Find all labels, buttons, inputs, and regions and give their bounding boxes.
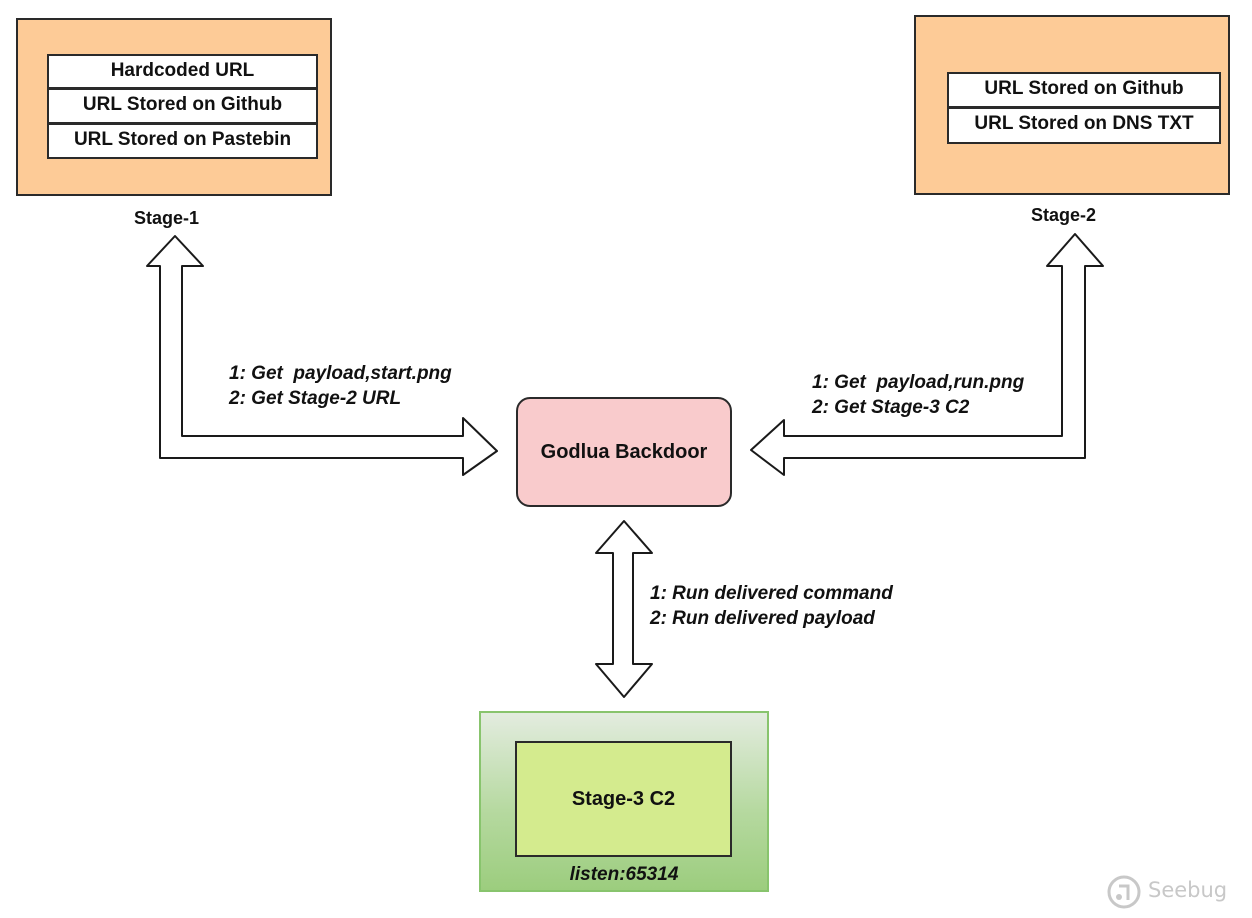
stage3-edge-line-1: 1: Run delivered command xyxy=(650,583,893,604)
stage3-listen-label: listen:65314 xyxy=(569,864,679,885)
seebug-logo-icon xyxy=(1107,875,1141,909)
stage1-edge-line-1: 1: Get payload,start.png xyxy=(229,363,452,384)
stage3-c2-node: Stage-3 C2 xyxy=(515,741,732,857)
stage1-connector-arrow xyxy=(146,235,498,476)
stage2-edge-note: 1: Get payload,run.png 2: Get Stage-3 C2 xyxy=(812,370,1024,420)
stage3-edge-note: 1: Run delivered command 2: Run delivere… xyxy=(650,581,893,631)
stage2-label: Stage-2 xyxy=(1031,205,1097,225)
stage3-c2-label: Stage-3 C2 xyxy=(571,787,676,810)
stage2-connector-arrow xyxy=(750,233,1104,476)
stage1-edge-note: 1: Get payload,start.png 2: Get Stage-2 … xyxy=(229,361,452,411)
stage1-edge-line-2: 2: Get Stage-2 URL xyxy=(229,388,402,409)
stage1-item-hardcoded-url: Hardcoded URL xyxy=(47,54,318,89)
stage1-item-pastebin: URL Stored on Pastebin xyxy=(47,123,318,159)
stage1-item-github: URL Stored on Github xyxy=(47,88,318,124)
seebug-watermark-text: Seebug xyxy=(1148,878,1228,902)
seebug-watermark: Seebug xyxy=(1106,872,1246,912)
godlua-backdoor-label: Godlua Backdoor xyxy=(540,440,708,463)
stage2-edge-line-2: 2: Get Stage-3 C2 xyxy=(812,397,970,418)
stage3-connector-arrow xyxy=(595,520,653,698)
stage3-edge-line-2: 2: Run delivered payload xyxy=(650,608,875,629)
godlua-backdoor-node: Godlua Backdoor xyxy=(516,397,732,507)
stage2-edge-line-1: 1: Get payload,run.png xyxy=(812,372,1025,393)
stage1-label: Stage-1 xyxy=(134,208,200,228)
stage2-item-dns-txt: URL Stored on DNS TXT xyxy=(947,107,1221,144)
